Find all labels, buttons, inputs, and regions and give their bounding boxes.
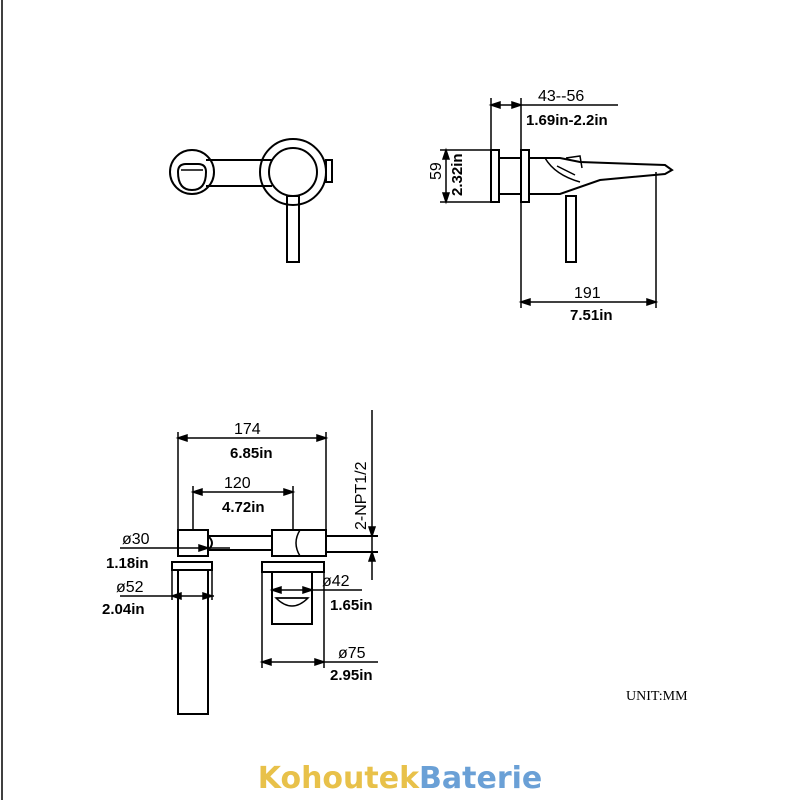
front-valve-cap xyxy=(268,147,318,197)
dim-spout-dia-mm: ø30 xyxy=(122,531,150,548)
top-view xyxy=(171,529,378,715)
dim-side-height-mm: 59 xyxy=(428,162,445,180)
dim-valve-flange-in: 2.95in xyxy=(330,667,373,684)
front-spout-outlet xyxy=(176,163,208,192)
side-view-dimensions xyxy=(440,98,659,308)
dim-valve-flange-mm: ø75 xyxy=(338,645,366,662)
dim-spout-length-in: 7.51in xyxy=(570,307,613,324)
dim-thread: 2-NPT1/2 xyxy=(353,461,370,530)
front-spout-circle xyxy=(169,149,215,195)
dim-spout-dia-in: 1.18in xyxy=(106,555,149,572)
dim-spout-flange-mm: ø52 xyxy=(116,579,144,596)
dim-overall-width-in: 6.85in xyxy=(230,445,273,462)
dim-overall-width-mm: 174 xyxy=(234,421,261,438)
side-wall-plate xyxy=(490,149,500,203)
brand-logo: KohoutekBaterie xyxy=(258,761,543,796)
unit-label: UNIT:MM xyxy=(626,689,688,704)
front-valve-stub xyxy=(325,159,333,183)
front-handle-lever xyxy=(286,195,300,263)
dim-handle-dia-in: 1.65in xyxy=(330,597,373,614)
dim-spout-flange-in: 2.04in xyxy=(102,601,145,618)
dim-side-depth-in: 1.69in-2.2in xyxy=(526,112,608,129)
side-view xyxy=(490,149,674,263)
front-view xyxy=(169,138,333,263)
top-spout xyxy=(177,569,209,715)
dim-center-distance-mm: 120 xyxy=(224,475,251,492)
top-view-dimensions xyxy=(120,410,378,668)
dim-handle-dia-mm: ø42 xyxy=(322,573,350,590)
dim-center-distance-in: 4.72in xyxy=(222,499,265,516)
side-spout xyxy=(529,157,674,195)
side-handle-lever xyxy=(565,195,577,263)
dim-side-depth-mm: 43--56 xyxy=(538,88,584,105)
dim-spout-length-mm: 191 xyxy=(574,285,601,302)
top-handle xyxy=(271,571,313,625)
dim-side-height-in: 2.32in xyxy=(449,153,466,196)
